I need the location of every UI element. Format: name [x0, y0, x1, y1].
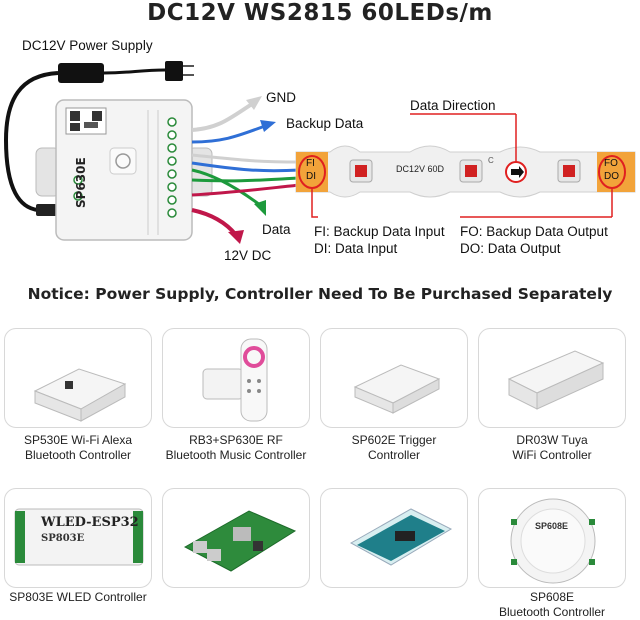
strip-model-label: DC12V 60D: [396, 164, 445, 174]
product-caption-sp803e: SP803E WLED Controller: [9, 590, 147, 604]
product-card-raspberry-pi: [162, 488, 310, 588]
round-controller-icon: [510, 498, 596, 584]
wled-label: WLED-ESP32: [41, 515, 139, 530]
di-description: DI: Data Input: [314, 241, 398, 256]
product-card-sp602e: [320, 328, 468, 428]
page-title: DC12V WS2815 60LEDs/m: [147, 0, 493, 26]
product-card-rb3-sp630e: [162, 328, 310, 428]
controller-image-icon: [507, 350, 605, 410]
notice-text: Notice: Power Supply, Controller Need To…: [27, 285, 613, 303]
controller-box: [35, 99, 213, 241]
strip-fi-label: FI: [306, 158, 315, 169]
fi-description: FI: Backup Data Input: [314, 224, 445, 239]
gnd-label: GND: [266, 90, 296, 105]
backup-data-label: Backup Data: [286, 116, 364, 131]
wiring-svg: [3, 61, 636, 244]
product-card-dr03w: [478, 328, 626, 428]
data-direction-label: Data Direction: [410, 98, 496, 113]
strip-do-label: DO: [604, 171, 619, 182]
product-card-sp608e: SP608E: [478, 488, 626, 588]
strip-di-label: DI: [306, 171, 316, 182]
strip-fo-label: FO: [604, 158, 618, 169]
controller-model: SP630E: [74, 157, 88, 208]
power-supply-label: DC12V Power Supply: [22, 38, 153, 53]
raspberry-pi-board-icon: [183, 510, 297, 572]
product-card-arduino: [320, 488, 468, 588]
controller-image-icon: [14, 508, 144, 566]
data-wire-arrow: [191, 168, 261, 207]
do-description: DO: Data Output: [460, 241, 561, 256]
backup-wire-arrow: [191, 124, 266, 144]
sp608e-label: SP608E: [535, 521, 569, 531]
controller-image-icon: [353, 364, 441, 414]
product-card-sp530e: [4, 328, 152, 428]
wled-sub-label: SP803E: [41, 533, 85, 544]
gnd-wire: [191, 100, 257, 132]
dc12v-label: 12V DC: [224, 248, 272, 263]
remote-image-icon: [202, 338, 268, 422]
product-card-sp803e: WLED-ESP32 SP803E: [4, 488, 152, 588]
data-label: Data: [262, 222, 291, 237]
power-wire-arrow: [191, 208, 238, 237]
power-adapter-icon: [3, 61, 194, 216]
arduino-board-icon: [349, 508, 453, 566]
strip-c-mark: C: [488, 156, 494, 165]
led-strip: [295, 145, 636, 198]
wiring-diagram: DC12V Power Supply GND Backup Data Data …: [0, 30, 640, 280]
fo-description: FO: Backup Data Output: [460, 224, 608, 239]
controller-image-icon: [33, 368, 127, 422]
